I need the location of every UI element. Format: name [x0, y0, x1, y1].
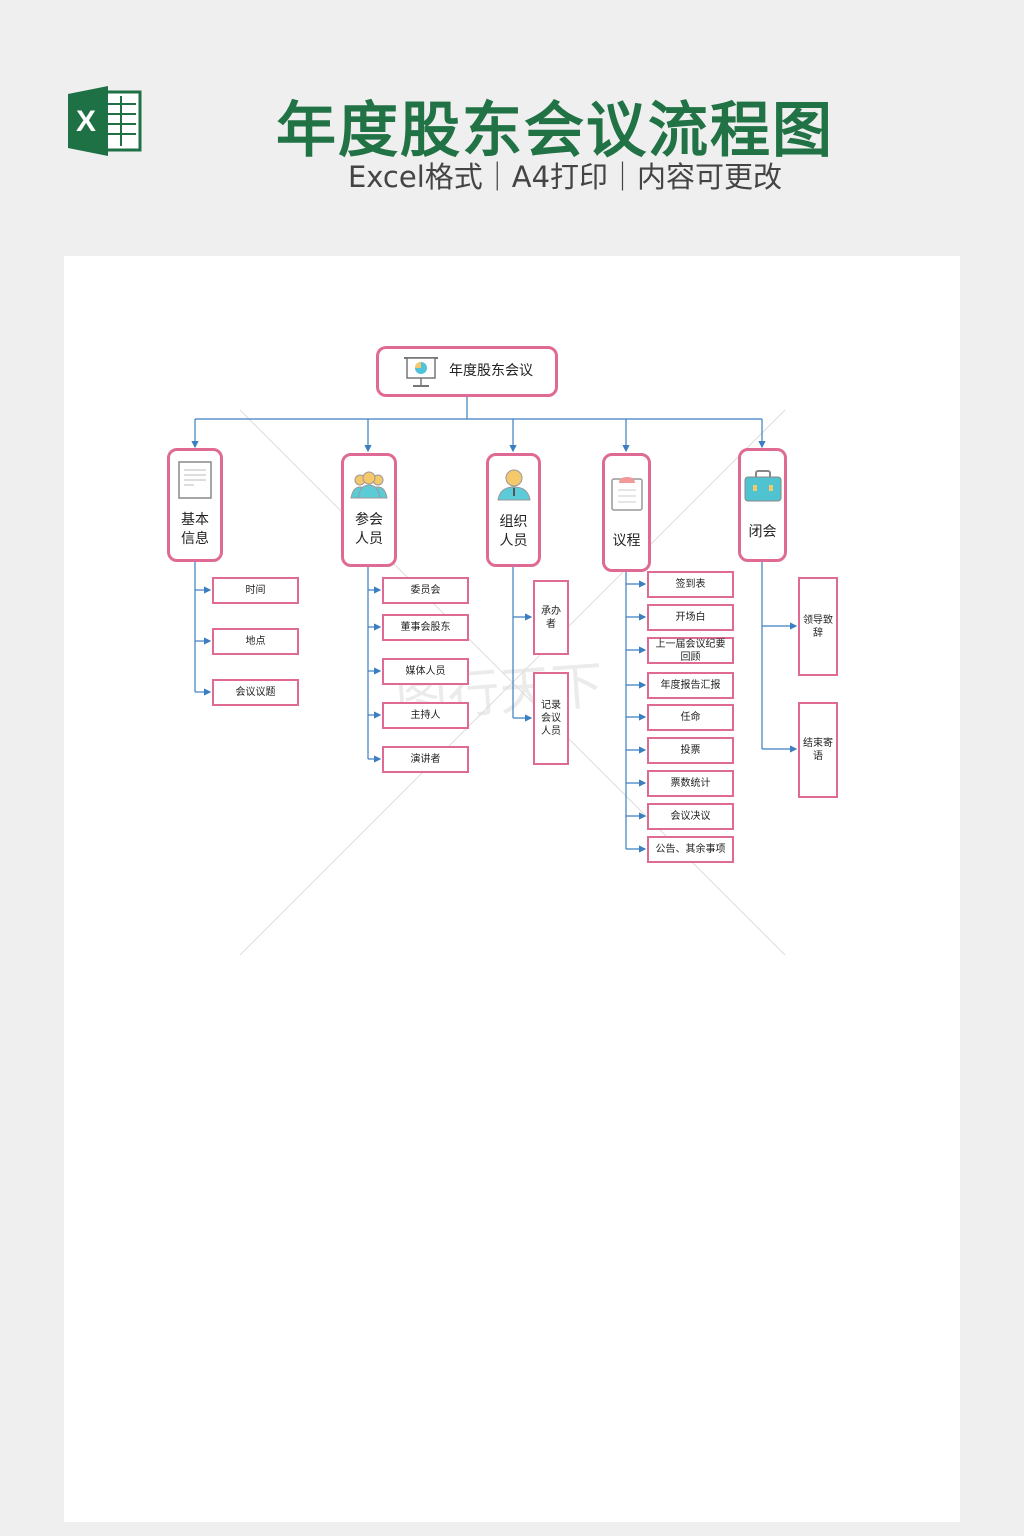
leaf-node: 公告、其余事项: [647, 836, 734, 863]
leaf-node: 投票: [647, 737, 734, 764]
briefcase-icon: [744, 469, 781, 501]
leaf-node: 演讲者: [382, 746, 469, 773]
leaf-node: 委员会: [382, 577, 469, 604]
branch-agenda: 议程: [602, 453, 651, 572]
leaf-node: 记录会议人员: [533, 672, 569, 765]
leaf-node: 会议决议: [647, 803, 734, 830]
branch-basic-info: 基本信息: [167, 448, 223, 562]
excel-logo-icon: X: [68, 86, 142, 156]
svg-text:X: X: [76, 105, 96, 138]
leaf-node: 上一届会议纪要回顾: [647, 637, 734, 664]
leaf-node: 年度报告汇报: [647, 672, 734, 699]
branch-closing: 闭会: [738, 448, 787, 562]
branch-label: 基本信息: [180, 512, 209, 547]
presentation-board-icon: [404, 356, 438, 387]
leaf-node: 开场白: [647, 604, 734, 631]
clipboard-icon: [610, 477, 643, 511]
leaf-node: 媒体人员: [382, 658, 469, 685]
page-subtitle: Excel格式｜A4打印｜内容可更改: [347, 160, 783, 194]
branch-label: 闭会: [748, 523, 777, 540]
leaf-node: 票数统计: [647, 770, 734, 797]
root-label: 年度股东会议: [449, 363, 533, 379]
person-icon: [496, 469, 531, 501]
leaf-node: 会议议题: [212, 679, 299, 706]
branch-label: 参会人员: [354, 512, 383, 547]
leaf-node: 时间: [212, 577, 299, 604]
group-people-icon: [350, 471, 388, 499]
branch-attendees: 参会人员: [341, 453, 397, 567]
branch-label: 议程: [612, 533, 641, 549]
leaf-node: 地点: [212, 628, 299, 655]
leaf-node: 结束寄语: [798, 702, 838, 798]
leaf-node: 领导致辞: [798, 577, 838, 676]
leaf-node: 任命: [647, 704, 734, 731]
branch-organizers: 组织人员: [486, 453, 541, 567]
leaf-node: 签到表: [647, 571, 734, 598]
root-node: 年度股东会议: [376, 346, 558, 397]
branch-label: 组织人员: [499, 514, 528, 549]
leaf-node: 董事会股东: [382, 614, 469, 641]
page-title: 年度股东会议流程图: [276, 96, 834, 166]
leaf-node: 承办者: [533, 580, 569, 655]
document-icon: [178, 461, 212, 499]
leaf-node: 主持人: [382, 702, 469, 729]
